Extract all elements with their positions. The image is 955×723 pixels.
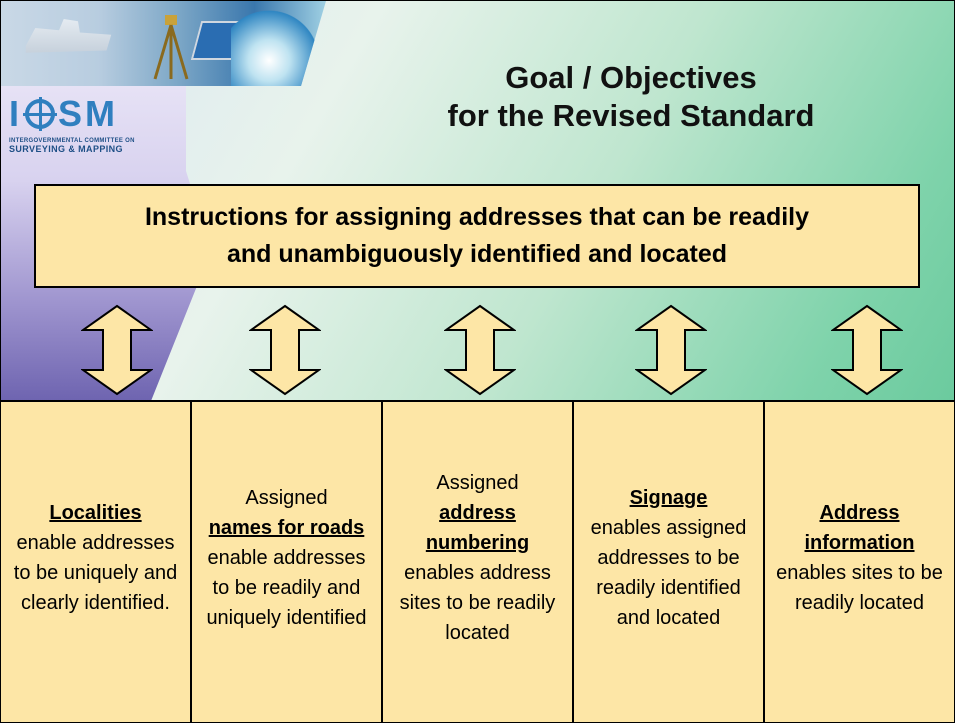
double-arrow-icon <box>249 304 321 396</box>
title-line1: Goal / Objectives <box>505 60 757 95</box>
objective-body: enable addresses to be uniquely and clea… <box>13 532 178 614</box>
objective-keyword: address numbering <box>425 502 530 554</box>
double-arrow-icon <box>81 304 153 396</box>
objective-body: enables sites to be readily located <box>776 562 943 614</box>
objectives-columns: Localities enable addresses to be unique… <box>1 400 954 722</box>
ship-image <box>25 19 112 53</box>
objective-road-names: Assigned names for roads enable addresse… <box>192 402 383 722</box>
objective-body: enable addresses to be readily and uniqu… <box>206 547 367 629</box>
logo-subtitle-line2: SURVEYING & MAPPING <box>9 144 123 154</box>
goal-line1: Instructions for assigning addresses tha… <box>144 203 810 231</box>
double-arrow-icon <box>831 304 903 396</box>
goal-line2: and unambiguously identified and located <box>226 240 728 268</box>
slide-title: Goal / Objectives for the Revised Standa… <box>371 59 891 135</box>
goal-box: Instructions for assigning addresses tha… <box>34 184 920 288</box>
objective-body: enables address sites to be readily loca… <box>399 562 556 644</box>
survey-tripod-image <box>153 15 189 80</box>
title-line2: for the Revised Standard <box>447 98 815 133</box>
objective-signage: Signage enables assigned addresses to be… <box>574 402 765 722</box>
wave-image <box>231 1 326 86</box>
objective-address-information: Address information enables sites to be … <box>765 402 954 722</box>
objective-pre-text: Assigned <box>436 472 519 494</box>
double-arrow-icon <box>635 304 707 396</box>
logo-subtitle-line1: INTERGOVERNMENTAL COMMITTEE ON <box>9 138 135 144</box>
objective-keyword: Address information <box>804 502 915 554</box>
header-photo-collage <box>1 1 326 86</box>
objective-body: enables assigned addresses to be readily… <box>590 517 747 629</box>
crosshair-icon <box>23 97 58 131</box>
double-arrow-icon <box>444 304 516 396</box>
objective-keyword: Signage <box>629 487 708 509</box>
objective-pre-text: Assigned <box>245 487 328 509</box>
objective-address-numbering: Assigned address numbering enables addre… <box>383 402 574 722</box>
objective-keyword: Localities <box>49 502 142 524</box>
objective-localities: Localities enable addresses to be unique… <box>1 402 192 722</box>
objective-keyword: names for roads <box>208 517 365 539</box>
